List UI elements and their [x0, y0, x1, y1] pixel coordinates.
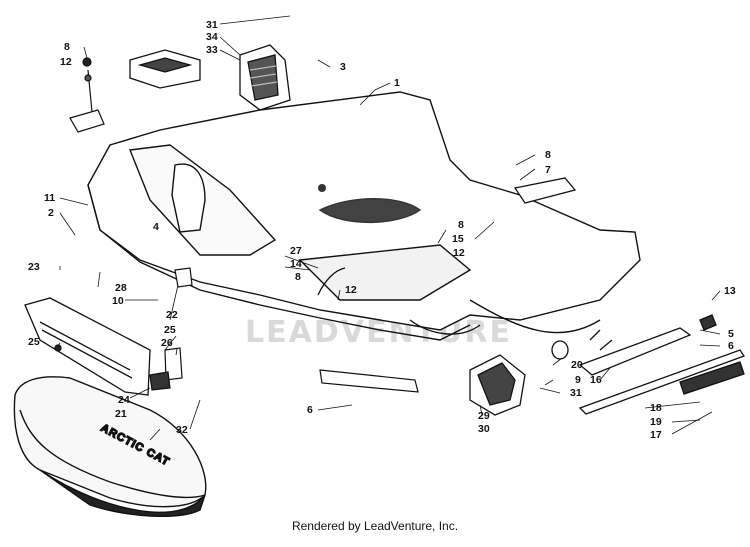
- callout-11: 11: [44, 192, 55, 204]
- callout-34: 34: [206, 31, 218, 43]
- callout-27: 27: [290, 245, 302, 257]
- callout-10: 10: [112, 295, 124, 307]
- callout-29: 29: [478, 410, 490, 422]
- front-bumper: ARCTIC CAT: [13, 376, 207, 517]
- rail-18: [578, 349, 745, 415]
- steering-boot: [239, 44, 291, 111]
- belly-pan: [298, 244, 472, 301]
- callout-8b: 8: [545, 149, 551, 161]
- callout-21: 21: [115, 408, 127, 420]
- callout-labels: 1 2 3 4 5 6 6 7 8 8 8 8 9 10 11 12 12 12…: [28, 19, 736, 441]
- callout-5: 5: [728, 328, 734, 340]
- rail-19: [679, 361, 745, 395]
- callout-18: 18: [650, 402, 662, 414]
- wear-strip: [319, 369, 419, 393]
- footer-credit: Rendered by LeadVenture, Inc.: [291, 519, 459, 533]
- steering-opening: [171, 163, 206, 233]
- callout-8c: 8: [458, 219, 464, 231]
- callout-25b: 25: [164, 324, 176, 336]
- callout-30: 30: [478, 423, 490, 435]
- hood-vent: [129, 49, 201, 89]
- front-support-rail: [24, 297, 151, 396]
- callout-22: 22: [166, 309, 178, 321]
- callout-2: 2: [48, 207, 54, 219]
- skid-rails: [513, 177, 745, 415]
- callout-25a: 25: [28, 336, 40, 348]
- callout-17: 17: [650, 429, 662, 441]
- callout-8a: 8: [64, 41, 70, 53]
- hood-recess: [318, 198, 422, 224]
- callout-4: 4: [153, 221, 159, 233]
- callout-12a: 12: [60, 56, 72, 68]
- callout-6a: 6: [728, 340, 734, 352]
- leader-lines: [57, 15, 721, 441]
- callout-33: 33: [206, 44, 218, 56]
- callout-14: 14: [290, 258, 302, 270]
- callout-31b: 31: [570, 387, 582, 399]
- upper-bracket: [69, 57, 105, 133]
- callout-28: 28: [115, 282, 127, 294]
- callout-9: 9: [575, 374, 581, 386]
- small-brackets: [149, 267, 193, 391]
- callout-6b: 6: [307, 404, 313, 416]
- bracket-7: [513, 177, 577, 204]
- callout-12b: 12: [453, 247, 465, 259]
- callout-23: 23: [28, 261, 40, 273]
- callout-1: 1: [394, 77, 400, 89]
- callout-20: 20: [571, 359, 583, 371]
- callout-12c: 12: [345, 284, 357, 296]
- callout-13: 13: [724, 285, 736, 297]
- callout-3: 3: [340, 61, 346, 73]
- callout-16: 16: [590, 374, 602, 386]
- callout-19: 19: [650, 416, 662, 428]
- callout-32: 32: [176, 424, 188, 436]
- callout-8d: 8: [295, 271, 301, 283]
- hood-assembly: [87, 91, 641, 341]
- callout-31a: 31: [206, 19, 218, 31]
- rail-16: [578, 327, 692, 376]
- callout-26: 26: [161, 337, 173, 349]
- callout-15: 15: [452, 233, 464, 245]
- hardware: [317, 267, 717, 360]
- callout-24: 24: [118, 394, 130, 406]
- lower-boot: [469, 354, 526, 416]
- callout-7: 7: [545, 164, 551, 176]
